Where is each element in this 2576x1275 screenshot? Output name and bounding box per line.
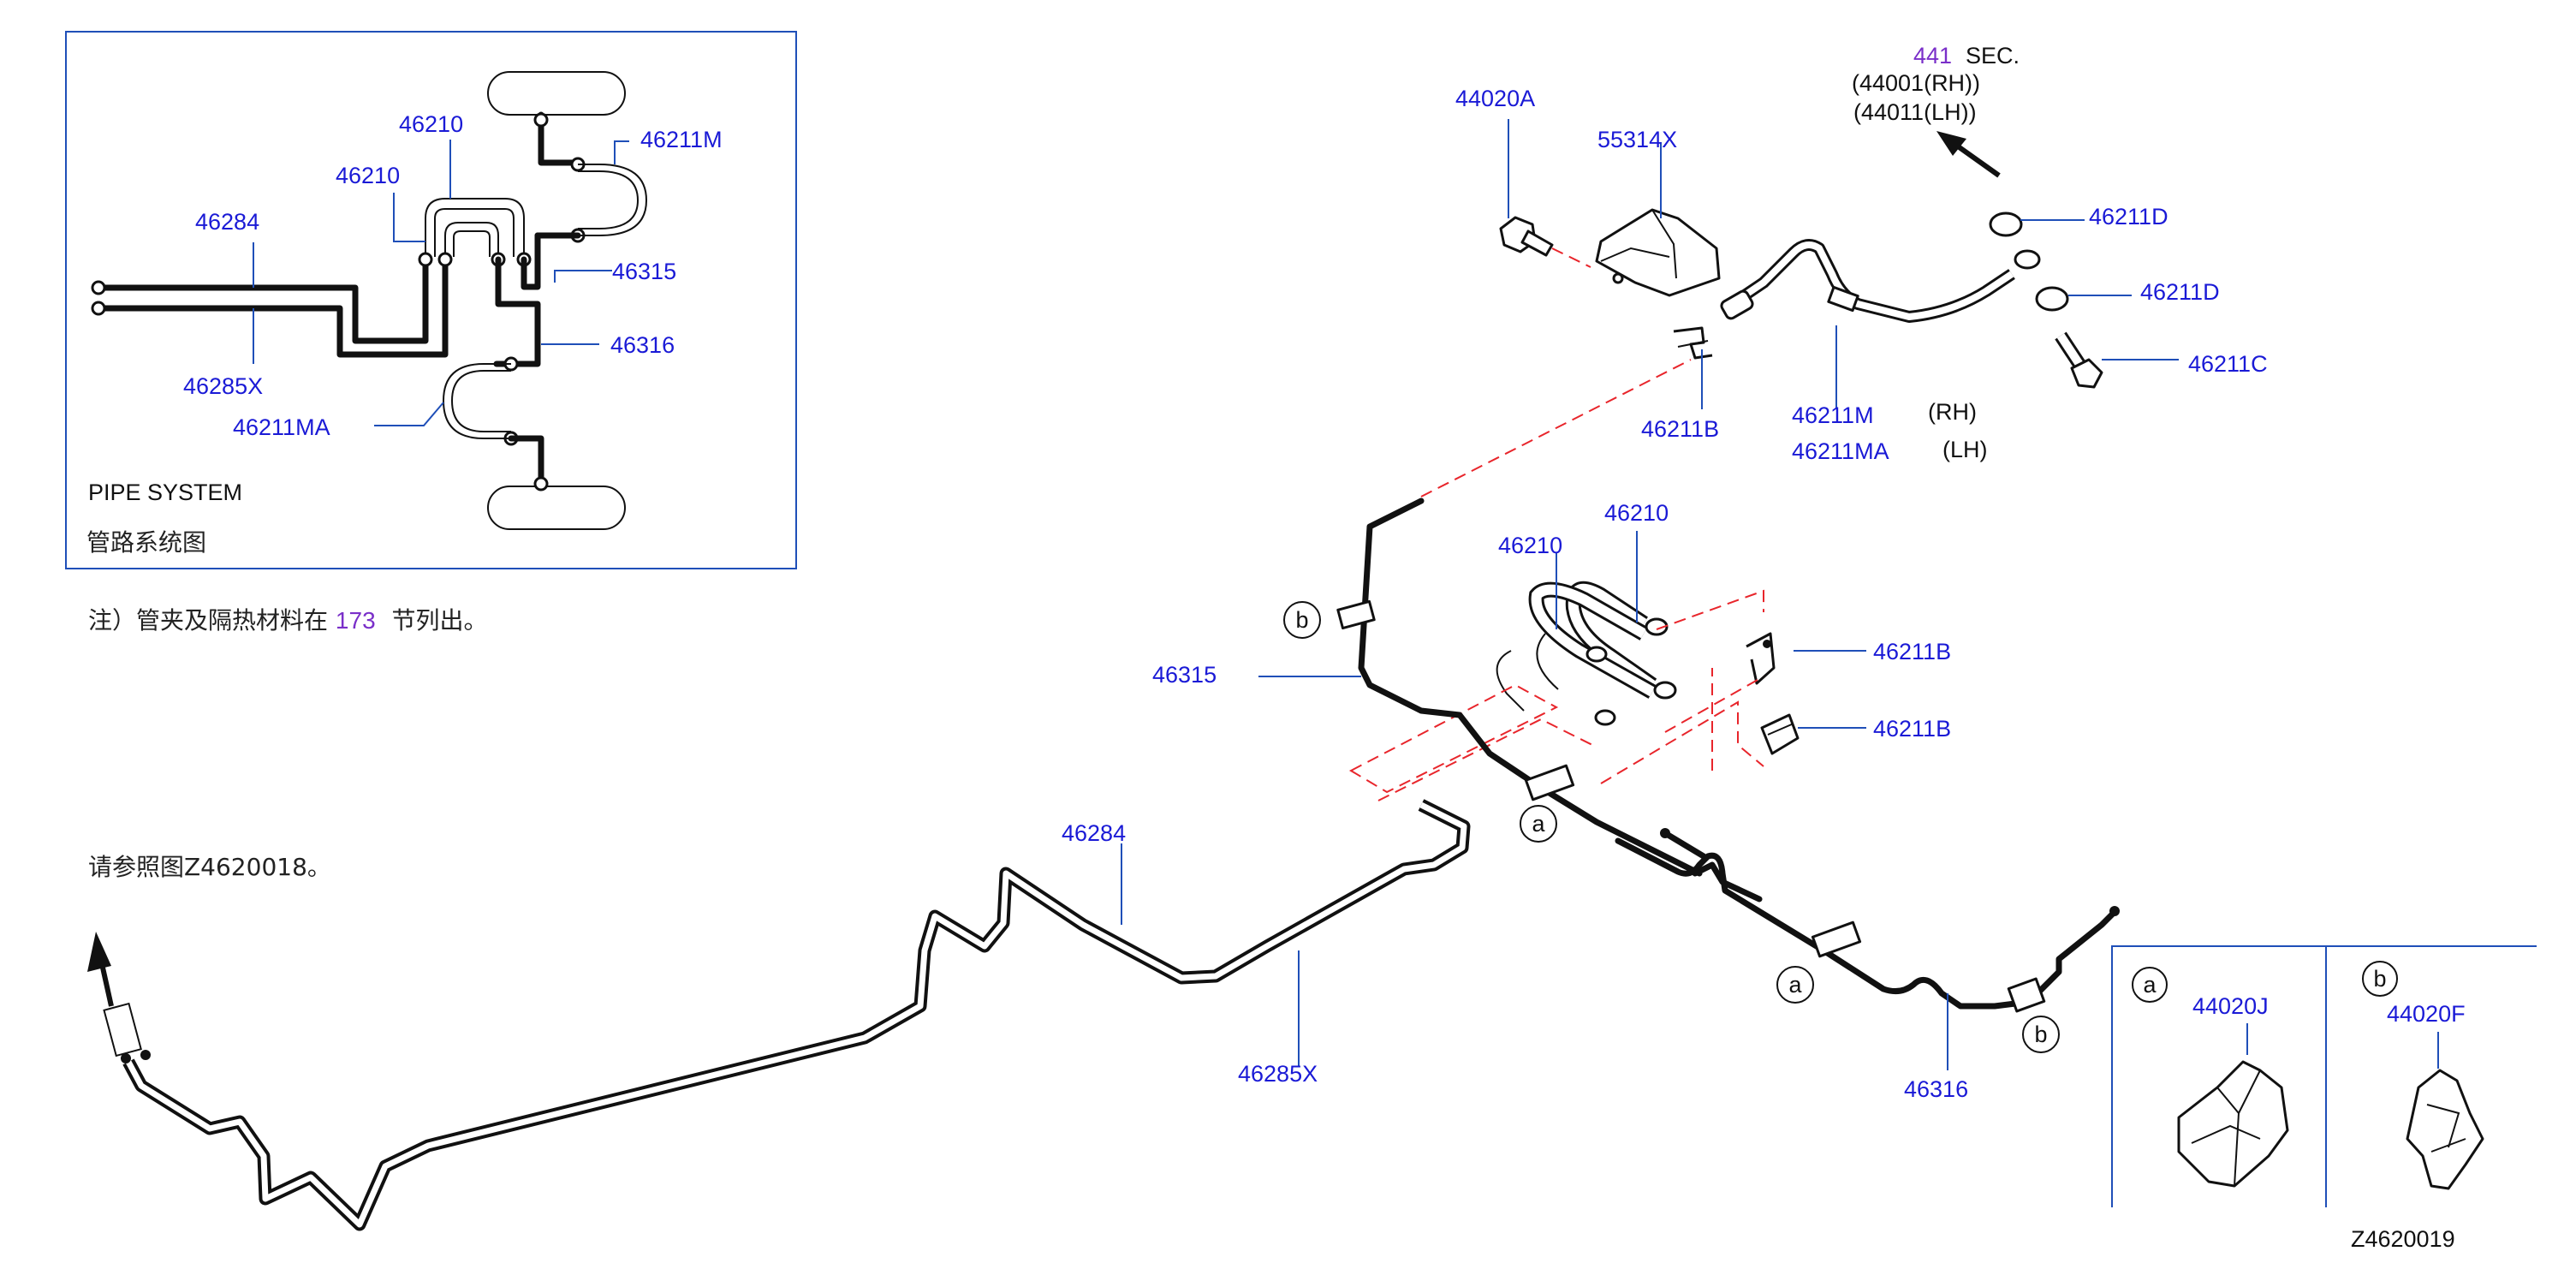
inset-pipe-46285X <box>95 253 449 358</box>
detail-a-callout: a <box>2143 972 2157 998</box>
label-46284: 46284 <box>1062 820 1126 846</box>
label-46211M: 46211M <box>1792 402 1874 428</box>
inset-label-46210-left: 46210 <box>336 163 400 188</box>
label-46211D-upper: 46211D <box>2089 204 2168 229</box>
washer-46211D-lower <box>2035 286 2069 312</box>
label-46211B-upper: 46211B <box>1641 416 1719 442</box>
label-46211MA: 46211MA <box>1792 438 1889 464</box>
label-55314X: 55314X <box>1597 127 1677 152</box>
section-ref-rh: (44001(RH)) <box>1852 70 1980 96</box>
note-clips-insulation: 注）管夹及隔热材料在 173 节列出。 <box>88 606 488 635</box>
inset-label-46285X: 46285X <box>183 373 263 399</box>
inset-label-46211MA: 46211MA <box>233 414 330 440</box>
inset-title: PIPE SYSTEM <box>88 480 242 505</box>
upstream-arrow-icon <box>87 932 111 972</box>
front-caliper-shape <box>487 71 626 116</box>
rear-caliper-shape <box>487 486 626 530</box>
inset-label-46210-top: 46210 <box>399 111 463 137</box>
note-see-figure: 请参照图Z4620018。 <box>88 853 331 881</box>
inset-frame <box>65 31 797 569</box>
label-46210-right: 46210 <box>1604 500 1669 526</box>
callout-b-2: b <box>2022 1016 2060 1053</box>
svg-text:a: a <box>1788 972 1802 998</box>
pipe-46284-46285X <box>87 799 1471 1231</box>
clip-a-1 <box>1524 764 1575 801</box>
washer-46211D-upper <box>1989 212 2023 237</box>
svg-text:b: b <box>2034 1022 2047 1047</box>
note-section-ref[interactable]: 173 <box>336 607 376 634</box>
section-ref-lh: (44011(LH)) <box>1853 99 1977 125</box>
label-46315: 46315 <box>1152 662 1217 688</box>
brake-hose-46211M <box>1720 239 2041 323</box>
label-46211B-right-2: 46211B <box>1873 716 1951 742</box>
inset-label-46316: 46316 <box>610 332 675 358</box>
clip-44020F-icon <box>2406 1069 2484 1190</box>
clip-46211B-upper <box>1673 326 1713 360</box>
clip-46211B-right-1 <box>1746 632 1776 685</box>
detail-a-part: 44020J <box>2192 993 2269 1019</box>
note-suffix: 节列出。 <box>392 606 488 635</box>
inset-subtitle: 管路系统图 <box>86 528 206 557</box>
clip-on-46315 <box>1336 599 1376 630</box>
clip-44020J-icon <box>2177 1060 2289 1188</box>
section-ref-sec: SEC. <box>1966 43 2020 69</box>
label-lh: (LH) <box>1942 437 1988 462</box>
label-46211C: 46211C <box>2188 351 2268 377</box>
label-46211B-right-1: 46211B <box>1873 639 1951 664</box>
label-46211D-lower: 46211D <box>2140 279 2220 305</box>
clip-46211B-right-2 <box>1760 713 1800 755</box>
note-prefix: 注）管夹及隔热材料在 <box>88 606 328 635</box>
label-44020A: 44020A <box>1455 86 1535 111</box>
inset-pipe-46284 <box>95 253 429 344</box>
banjo-bolt-46211C <box>2055 331 2103 389</box>
callout-b-1: b <box>1283 601 1321 639</box>
section-ref-number[interactable]: 441 <box>1913 43 1952 69</box>
pipe-system-inset: 46210 46210 46211M 46284 46315 46316 462… <box>65 31 797 569</box>
inset-label-46284: 46284 <box>195 209 259 235</box>
inset-label-46315: 46315 <box>612 259 676 284</box>
pipe-46315 <box>1358 497 1763 903</box>
svg-text:a: a <box>1532 811 1545 837</box>
label-46316: 46316 <box>1904 1076 1968 1102</box>
inset-label-46211M: 46211M <box>640 127 723 152</box>
clip-a-2 <box>1811 921 1862 958</box>
direction-arrow-icon <box>1936 131 1966 156</box>
bracket-55314X <box>1595 208 1721 297</box>
figure-id: Z4620019 <box>2351 1226 2455 1252</box>
label-rh: (RH) <box>1928 399 1977 425</box>
pipe-46316 <box>1615 837 2120 1010</box>
section-reference: 441 SEC. (44001(RH)) (44011(LH)) <box>1852 43 2020 178</box>
label-46210-left: 46210 <box>1498 533 1562 558</box>
pipe-46210-pair <box>1496 581 1677 726</box>
bolt-44020A <box>1499 216 1591 268</box>
label-46285X: 46285X <box>1238 1061 1318 1087</box>
callout-a-1: a <box>1520 805 1557 843</box>
svg-text:b: b <box>1295 607 1308 633</box>
callout-a-2: a <box>1776 966 1814 1004</box>
detail-b-part: 44020F <box>2387 1001 2466 1027</box>
clip-b-2 <box>2007 977 2046 1013</box>
clip-detail-box: a 44020J b 44020F <box>2111 945 2537 1207</box>
detail-b-callout: b <box>2373 966 2386 992</box>
